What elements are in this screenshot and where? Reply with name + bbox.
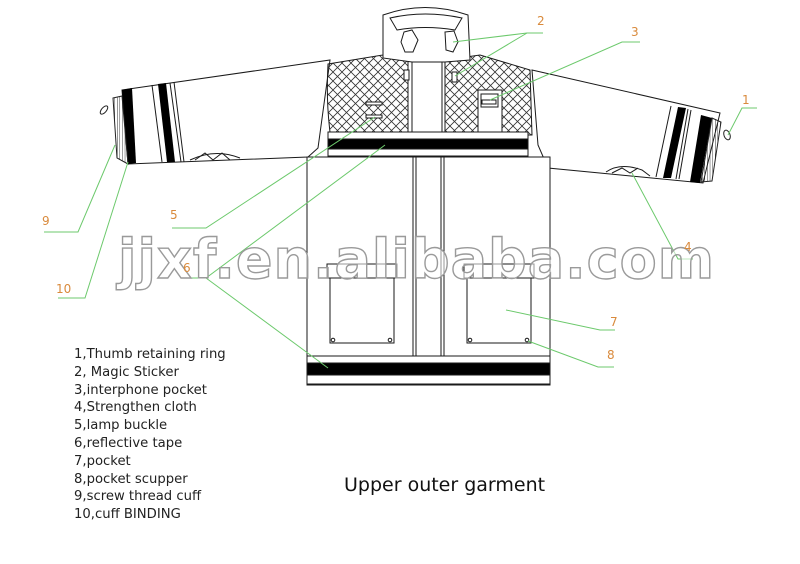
callout-5: 5 — [170, 208, 178, 222]
legend-item: 6,reflective tape — [74, 435, 183, 451]
legend-item: 1,Thumb retaining ring — [74, 347, 226, 362]
legend-item: 9,screw thread cuff — [74, 489, 202, 505]
collar — [382, 7, 471, 63]
right-sleeve — [531, 69, 731, 184]
leader-lines — [44, 32, 757, 369]
callout-4: 4 — [684, 240, 692, 254]
callout-3: 3 — [631, 25, 639, 39]
callout-8: 8 — [607, 348, 615, 362]
shoulder-yoke — [326, 54, 533, 136]
callout-6: 6 — [183, 261, 191, 275]
callout-9: 9 — [42, 214, 50, 228]
callout-7: 7 — [610, 315, 618, 329]
legend-item: 8,pocket scupper — [74, 471, 188, 487]
parts-legend: 1,Thumb retaining ring 2, Magic Sticker … — [74, 346, 226, 524]
reflective-tape — [306, 131, 551, 385]
callout-10: 10 — [56, 282, 72, 296]
legend-item: 4,Strengthen cloth — [74, 400, 197, 416]
left-sleeve — [99, 59, 331, 165]
diagram-caption: Upper outer garment — [344, 474, 546, 496]
legend-item: 3,interphone pocket — [74, 382, 207, 398]
pockets — [326, 263, 535, 344]
legend-item: 7,pocket — [74, 453, 131, 469]
callout-2: 2 — [537, 14, 545, 28]
legend-item: 2, Magic Sticker — [74, 364, 179, 380]
callout-1: 1 — [742, 93, 750, 107]
legend-item: 10,cuff BINDING — [74, 507, 181, 523]
legend-item: 5,lamp buckle — [74, 418, 168, 434]
